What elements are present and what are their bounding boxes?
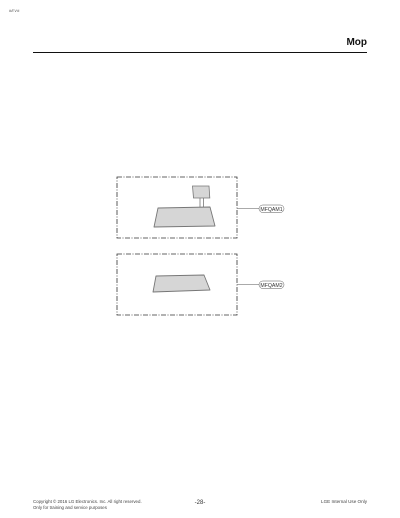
page-number: -28- bbox=[194, 500, 206, 506]
mop-with-handle-illustration bbox=[153, 185, 216, 228]
purpose-text: Only for training and service purposes bbox=[33, 504, 107, 510]
footer-copyright-block: Copyright © 2016 LG Electronics. Inc. Al… bbox=[33, 499, 142, 510]
page-title: Mop bbox=[346, 37, 367, 48]
mop-pad-illustration bbox=[152, 274, 211, 293]
corner-tag: #EV# bbox=[9, 8, 20, 13]
part-code-2: MFQAM2 bbox=[260, 283, 282, 289]
part-frame-1 bbox=[116, 176, 238, 239]
code-label-frame-2 bbox=[258, 280, 285, 289]
internal-use-notice: LGE Internal Use Only bbox=[321, 499, 367, 504]
copyright-text: Copyright © 2016 LG Electronics. Inc. Al… bbox=[33, 499, 142, 504]
title-rule bbox=[33, 52, 367, 53]
part-code-1: MFQAM1 bbox=[260, 207, 282, 213]
code-label-frame-1 bbox=[258, 204, 285, 213]
